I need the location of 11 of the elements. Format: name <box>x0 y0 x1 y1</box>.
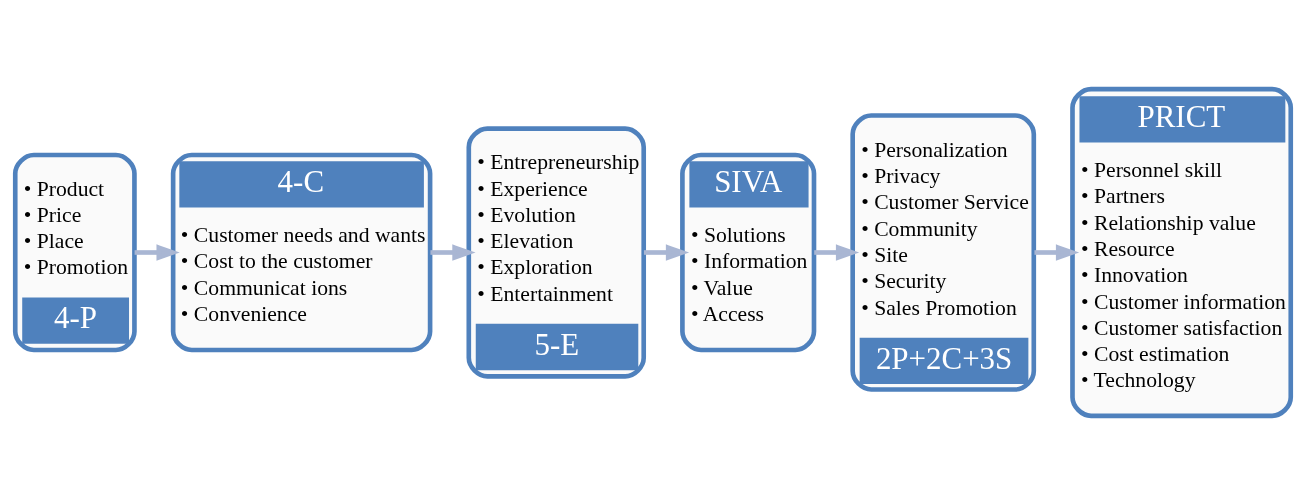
node-box: 4-C • Customer needs and wants • Cost to the customer • Communicat ions • Convenience <box>170 152 433 352</box>
arrow <box>430 243 476 261</box>
arrow <box>814 243 860 261</box>
node-box: • Personalization • Privacy • Customer Service • Community • Site • Security • Sales Promotion 2P+2C+3S <box>850 112 1037 392</box>
arrow <box>643 243 690 261</box>
node-box: SIVA • Solutions • Information • Value • Access <box>680 152 817 352</box>
arrow <box>1034 243 1080 261</box>
node-box: PRICT • Personnel skill • Partners • Relationship value • Resource • Innovation • Customer information • Customer satisfaction • Cost estimation • Technology <box>1070 86 1294 418</box>
node-box: • Entrepreneurship • Experience • Evolution • Elevation • Exploration • Entertainment 5-E <box>466 125 647 379</box>
node-box: • Product • Price • Place • Promotion 4-P <box>12 152 137 352</box>
arrow <box>134 243 180 261</box>
